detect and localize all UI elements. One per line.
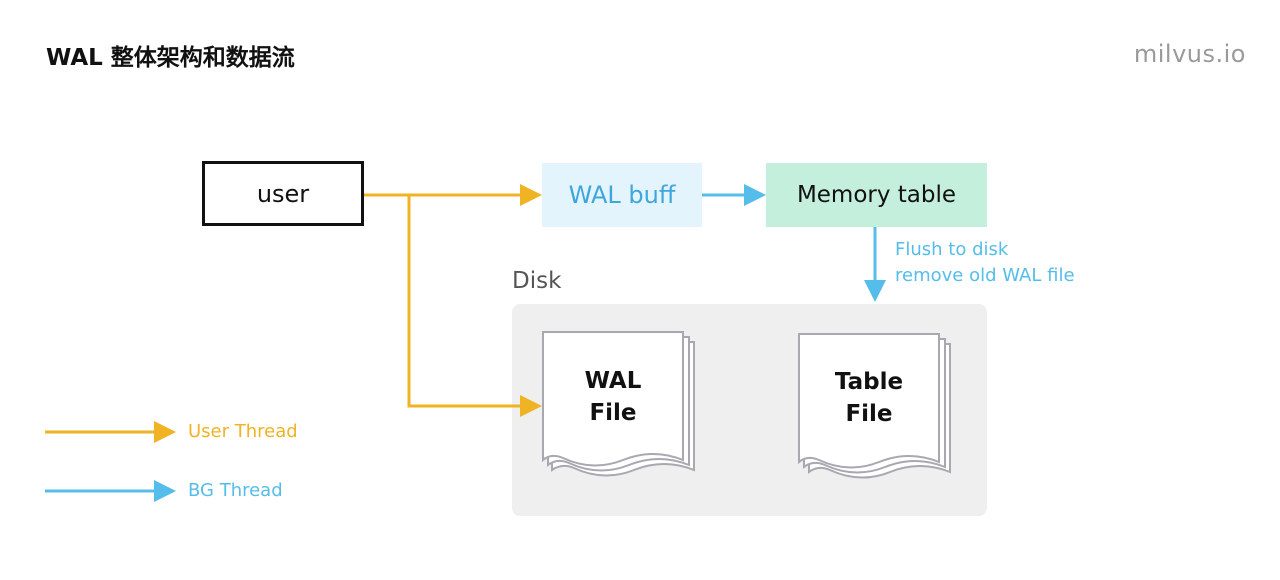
legend-bg-thread-label: BG Thread	[188, 480, 283, 501]
wal-buff-node: WAL buff	[542, 163, 702, 227]
wal-file-icon	[542, 331, 695, 477]
legend-bg-thread-arrow	[45, 480, 176, 502]
table-file-label: Table File	[799, 366, 939, 430]
wal-file-label-line2: File	[589, 400, 637, 426]
flush-label-line1: Flush to disk	[895, 239, 1009, 260]
table-file-label-line1: Table	[834, 369, 904, 395]
user-to-wal-buff-arrowhead	[520, 184, 542, 206]
legend-user-thread-arrow	[45, 421, 176, 443]
wal-file-label: WAL File	[543, 365, 683, 429]
memtable-to-table-file-arrowhead	[864, 280, 886, 302]
bg-thread-arrows	[702, 184, 886, 302]
memory-table-node: Memory table	[766, 163, 987, 227]
user-to-wal-file-arrowhead	[520, 395, 542, 417]
wal-file-label-line1: WAL	[584, 368, 642, 394]
user-to-wal-file-arrow	[407, 195, 522, 408]
user-node: user	[202, 161, 364, 226]
table-file-label-line2: File	[845, 401, 893, 427]
brand-logo-text: milvus.io	[1133, 40, 1246, 68]
flush-label-line2: remove old WAL file	[895, 265, 1075, 286]
disk-label: Disk	[512, 268, 562, 294]
wal-buff-to-memtable-arrowhead	[744, 184, 766, 206]
page-title: WAL 整体架构和数据流	[46, 45, 295, 71]
legend-user-thread-label: User Thread	[188, 421, 298, 442]
table-file-icon	[798, 333, 951, 479]
user-thread-arrows	[364, 184, 542, 417]
